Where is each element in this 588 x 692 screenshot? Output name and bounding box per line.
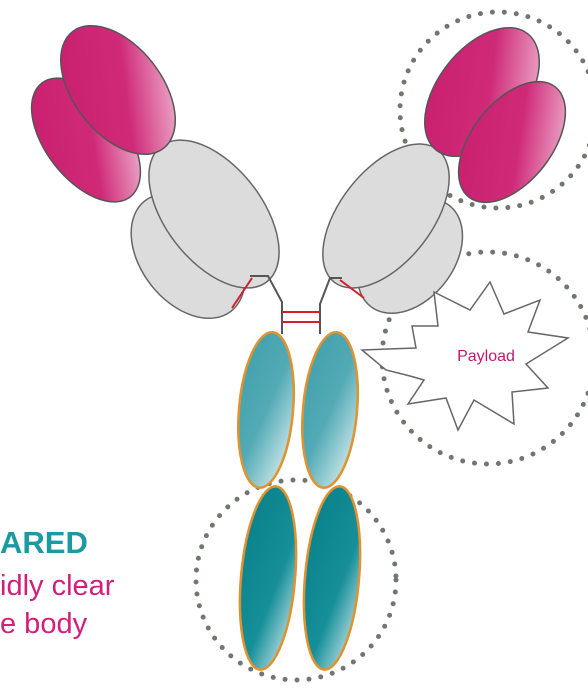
fc-ch2-left — [232, 330, 299, 490]
hinge-chain-right — [320, 278, 342, 334]
payload-label: Payload — [457, 348, 515, 365]
fc-ch3-left — [233, 484, 303, 672]
fc-ch3-right — [297, 484, 367, 672]
caption-heading: ARED — [0, 526, 88, 560]
caption-line-2: e body — [0, 608, 87, 640]
fab-arm-right — [298, 7, 587, 334]
fc-region — [232, 330, 367, 672]
caption-line-1: idly clear — [0, 570, 114, 602]
fab-arm-left — [10, 5, 305, 340]
fc-ch2-right — [296, 330, 363, 490]
